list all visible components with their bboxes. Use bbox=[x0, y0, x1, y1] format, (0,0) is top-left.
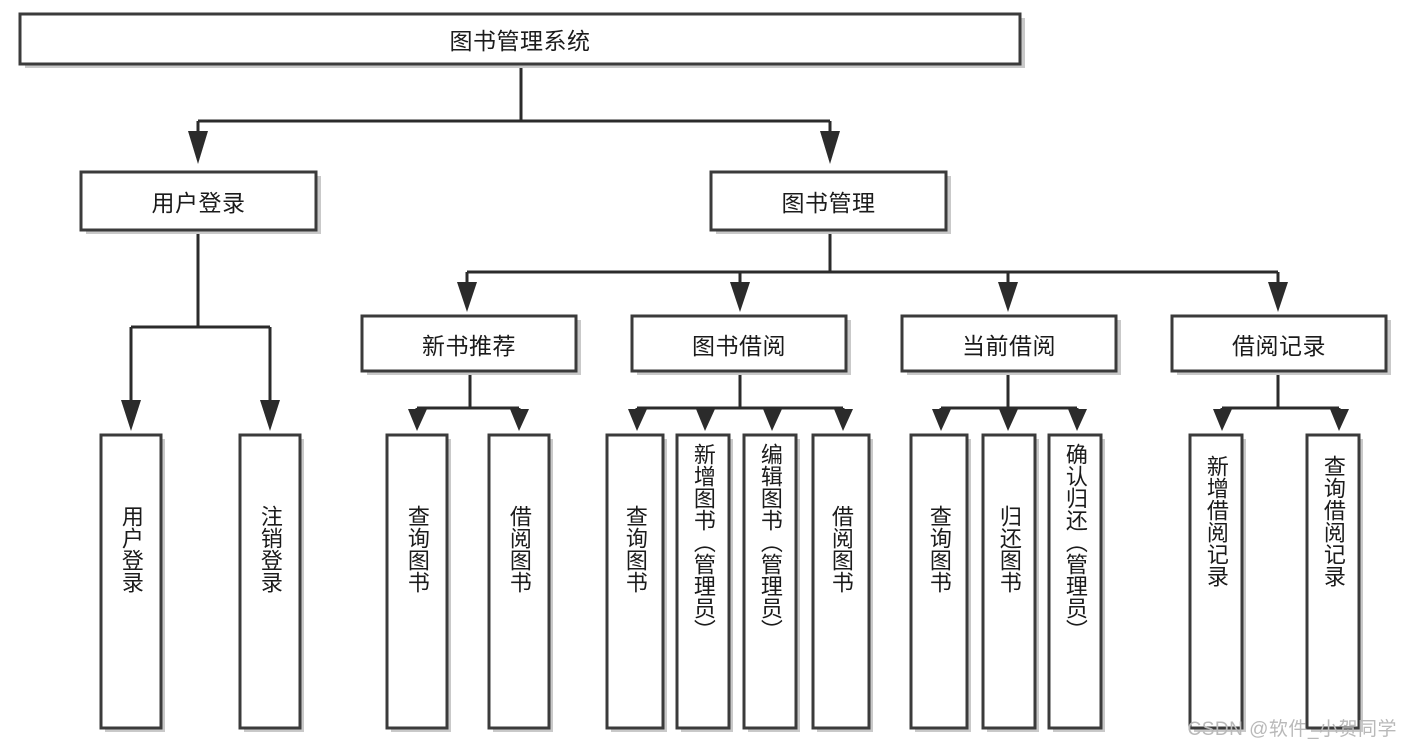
leaf-borrow-book-new bbox=[487, 433, 551, 730]
connector-userlogin-to-leaves bbox=[121, 232, 280, 431]
connector-newbook-to-leaves bbox=[408, 375, 529, 431]
node-current-borrow-box[interactable] bbox=[902, 316, 1116, 371]
leaf-borrow-book-new-box[interactable] bbox=[489, 435, 549, 728]
leaf-query-book-current bbox=[909, 433, 969, 730]
node-book-borrow-box[interactable] bbox=[632, 316, 846, 371]
node-book-management bbox=[709, 170, 948, 232]
leaf-logout bbox=[238, 433, 302, 730]
leaf-return-book-box[interactable] bbox=[983, 435, 1035, 728]
leaf-borrow-book-borrow-box[interactable] bbox=[813, 435, 869, 728]
leaf-add-book-admin bbox=[675, 433, 731, 730]
node-root[interactable] bbox=[20, 14, 1020, 64]
node-current-borrow bbox=[900, 314, 1118, 373]
leaf-confirm-return-admin-box[interactable] bbox=[1049, 435, 1101, 728]
leaf-add-book-admin-box[interactable] bbox=[677, 435, 729, 728]
connector-root-to-level2 bbox=[188, 65, 840, 164]
node-book-management-box[interactable] bbox=[711, 172, 946, 230]
node-borrow-record-box[interactable] bbox=[1172, 316, 1386, 371]
csdn-watermark: CSDN @软件_小贺同学 bbox=[1187, 719, 1397, 740]
leaf-query-book-new-box[interactable] bbox=[387, 435, 447, 728]
leaf-borrow-book-borrow bbox=[811, 433, 871, 730]
leaf-query-borrow-record bbox=[1305, 433, 1361, 730]
leaf-edit-book-admin-box[interactable] bbox=[744, 435, 796, 728]
leaf-query-book-borrow bbox=[605, 433, 665, 730]
leaf-query-book-new bbox=[385, 433, 449, 730]
leaf-user-login bbox=[99, 433, 163, 730]
node-new-book-recommend bbox=[360, 314, 578, 373]
leaf-query-borrow-record-box[interactable] bbox=[1307, 435, 1359, 728]
leaf-add-borrow-record-box[interactable] bbox=[1190, 435, 1242, 728]
leaf-query-book-borrow-box[interactable] bbox=[607, 435, 663, 728]
node-borrow-record bbox=[1170, 314, 1388, 373]
leaf-return-book bbox=[981, 433, 1037, 730]
leaf-query-book-current-box[interactable] bbox=[911, 435, 967, 728]
connector-bookmgmt-to-level3 bbox=[457, 232, 1288, 312]
node-new-book-recommend-box[interactable] bbox=[362, 316, 576, 371]
leaf-confirm-return-admin bbox=[1047, 433, 1103, 730]
leaf-logout-box[interactable] bbox=[240, 435, 300, 728]
node-book-borrow bbox=[630, 314, 848, 373]
connector-current-to-leaves bbox=[932, 375, 1087, 431]
node-user-login bbox=[79, 170, 318, 232]
leaf-user-login-box[interactable] bbox=[101, 435, 161, 728]
node-user-login-box[interactable] bbox=[81, 172, 316, 230]
leaf-add-borrow-record bbox=[1188, 433, 1244, 730]
connector-borrow-to-leaves bbox=[628, 375, 853, 431]
node-root-book-management-system bbox=[18, 12, 1022, 66]
connector-record-to-leaves bbox=[1213, 375, 1349, 431]
leaf-edit-book-admin bbox=[742, 433, 798, 730]
